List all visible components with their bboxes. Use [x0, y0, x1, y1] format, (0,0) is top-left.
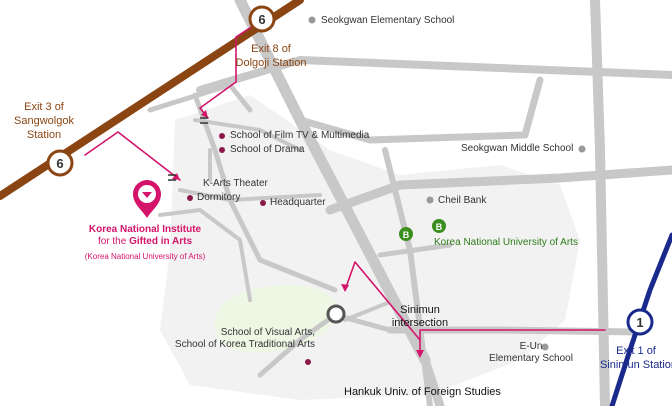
- exit8-label: Exit 8 of Dolgoji Station: [226, 42, 316, 70]
- bus-stop-icon: B: [399, 227, 413, 241]
- poi-dots: [308, 16, 586, 351]
- route-arrowheads: [172, 110, 424, 358]
- circle-6-icon: 6: [248, 5, 276, 33]
- exit3-line2: Sangwolgok: [14, 115, 74, 127]
- route-from-exit8: [199, 19, 263, 119]
- road-network: [147, 0, 672, 406]
- cheil-bank-label: Cheil Bank: [438, 195, 487, 206]
- arrowhead-avenue: [341, 284, 349, 292]
- destination-label: Korea National Institute for the Gifted …: [70, 224, 220, 263]
- destination-line1: Korea National Institute: [88, 224, 202, 235]
- dot-headquarter: [260, 200, 266, 206]
- campus-road-7: [257, 312, 338, 378]
- seokgwan-elementary-label: Seokgwan Elementary School: [321, 15, 455, 26]
- line6-top-number: 6: [258, 12, 265, 27]
- destination-line2-prefix: for the: [97, 236, 130, 247]
- arrowhead-exit3: [172, 173, 180, 180]
- campus-building-dots: [187, 133, 311, 365]
- knua-label: Korea National University of Arts: [434, 237, 578, 248]
- poi-dot-seokgwan-elementary: [308, 16, 316, 24]
- poi-dot-cheil-bank: [426, 196, 434, 204]
- arrowhead-exit8: [201, 110, 208, 118]
- destination-sub: (Korea National University of Arts): [84, 252, 206, 261]
- sinimun-line1: Sinimun: [400, 304, 440, 316]
- eun-line2: Elementary School: [489, 353, 573, 364]
- campus-road-4: [178, 188, 322, 202]
- bus-stop-2-letter: B: [436, 222, 443, 232]
- eun-line1: E-Un: [519, 341, 543, 352]
- eun-elementary-label: E-Un Elementary School: [476, 341, 586, 365]
- visual-arts-line1: School of Visual Arts,: [220, 327, 315, 338]
- intersection-ring-icon: [326, 304, 346, 324]
- destination-line2-bold: Gifted in Arts: [129, 236, 193, 247]
- campus-road-3: [193, 118, 302, 152]
- hankuk-univ-label: Hankuk Univ. of Foreign Studies: [344, 386, 501, 398]
- headquarter-label: Headquarter: [270, 197, 326, 208]
- bus-stop-icon: B: [432, 219, 446, 233]
- sinimun-line2: intersection: [391, 317, 449, 329]
- circle-1-icon: 1: [626, 308, 654, 336]
- main-avenue: [234, 0, 431, 366]
- line1-number: 1: [636, 315, 643, 330]
- route-from-exit1: [419, 329, 606, 356]
- visual-arts-label: School of Visual Arts, School of Korea T…: [150, 327, 315, 351]
- road-right-vertical: [590, 0, 610, 406]
- poi-dot-seokgwan-middle: [578, 145, 586, 153]
- exit1-line2: Sinimun Station: [600, 359, 672, 371]
- bus-stop-1-letter: B: [403, 230, 410, 240]
- road-upper: [196, 56, 672, 94]
- film-school-label: School of Film TV & Multimedia: [230, 130, 370, 141]
- karts-theater-label: K-Arts Theater: [203, 178, 268, 189]
- poi-dot-eun-elementary: [541, 343, 549, 351]
- dormitory-label: Dormitory: [197, 192, 241, 203]
- road-middle-school: [296, 76, 544, 144]
- road-bus-spur: [377, 242, 453, 258]
- exit1-label: Exit 1 of Sinimun Station: [600, 344, 672, 372]
- campus-road-9: [343, 298, 397, 322]
- route-from-exit3: [84, 131, 181, 181]
- exit8-line2: Dolgoji Station: [235, 57, 307, 69]
- exit1-line1: Exit 1 of: [616, 345, 656, 357]
- campus-road-5: [158, 208, 252, 302]
- route-avenue: [344, 261, 421, 341]
- seokgwan-middle-label: Seokgwan Middle School: [461, 143, 574, 154]
- line6-left-number: 6: [56, 156, 63, 171]
- dot-visual-arts: [305, 359, 311, 365]
- exit3-line3: Station: [26, 129, 62, 141]
- walking-routes: [84, 19, 606, 356]
- map-pin-icon: [133, 180, 161, 218]
- circle-6-icon: 6: [46, 149, 74, 177]
- campus-road-2: [147, 82, 253, 113]
- arrowhead-exit1: [416, 350, 424, 358]
- exit3-label: Exit 3 of Sangwolgok Station: [6, 100, 82, 142]
- road-cheil: [325, 165, 672, 215]
- dot-dormitory: [187, 195, 193, 201]
- exit8-line1: Exit 8 of: [251, 43, 291, 55]
- exit3-line1: Exit 3 of: [24, 101, 64, 113]
- gate-markers: [168, 117, 208, 181]
- drama-school-label: School of Drama: [230, 144, 305, 155]
- dot-drama: [219, 147, 225, 153]
- dot-film: [219, 133, 225, 139]
- sinimun-intersection-label: Sinimun intersection: [380, 304, 460, 330]
- visual-arts-line2: School of Korea Traditional Arts: [174, 339, 315, 350]
